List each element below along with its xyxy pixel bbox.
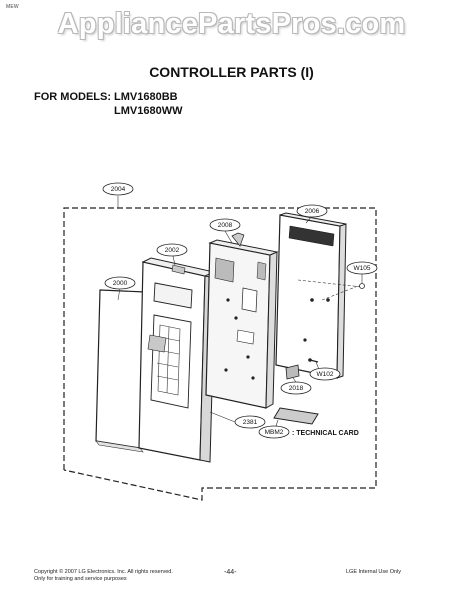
part-label-2008: 2008 (218, 222, 233, 229)
part-label-2002: 2002 (165, 247, 180, 254)
technical-card-mbm2 (273, 407, 319, 425)
part-label-2000: 2000 (113, 280, 128, 287)
pcb-frame-2008 (205, 232, 279, 409)
pcb-2006 (275, 212, 365, 379)
page-number: -44- (224, 569, 237, 576)
models-label: FOR MODELS: (34, 91, 111, 103)
footer-usage: Only for training and service purposes (34, 576, 127, 582)
part-label-w102: W102 (317, 371, 334, 378)
assembly-boundary (63, 207, 377, 501)
footer-copyright: Copyright © 2007 LG Electronics. Inc. Al… (34, 569, 173, 575)
part-label-w105: W105 (354, 265, 371, 272)
control-panel-2002 (138, 257, 216, 463)
part-label-mbm2: MBM2 (265, 429, 284, 436)
part-label-2018: 2018 (289, 385, 304, 392)
part-label-2006: 2006 (305, 208, 320, 215)
part-labels: 2004 2008 2006 2002 W105 2000 W102 2018 … (102, 182, 378, 439)
technical-card-label: : TECHNICAL CARD (292, 430, 359, 437)
door-panel-2000 (95, 289, 146, 453)
part-2018 (285, 364, 300, 380)
part-label-2381: 2381 (243, 419, 258, 426)
model-number-2: LMV1680WW (114, 105, 183, 117)
page-title: CONTROLLER PARTS (I) (149, 64, 314, 80)
watermark: AppliancePartsPros.com (57, 8, 406, 40)
corner-tag: MEW (6, 4, 19, 10)
footer-internal: LGE Internal Use Only (346, 569, 402, 575)
part-label-2004: 2004 (111, 186, 126, 193)
part-w102 (308, 358, 319, 363)
model-number-1: LMV1680BB (114, 91, 178, 103)
